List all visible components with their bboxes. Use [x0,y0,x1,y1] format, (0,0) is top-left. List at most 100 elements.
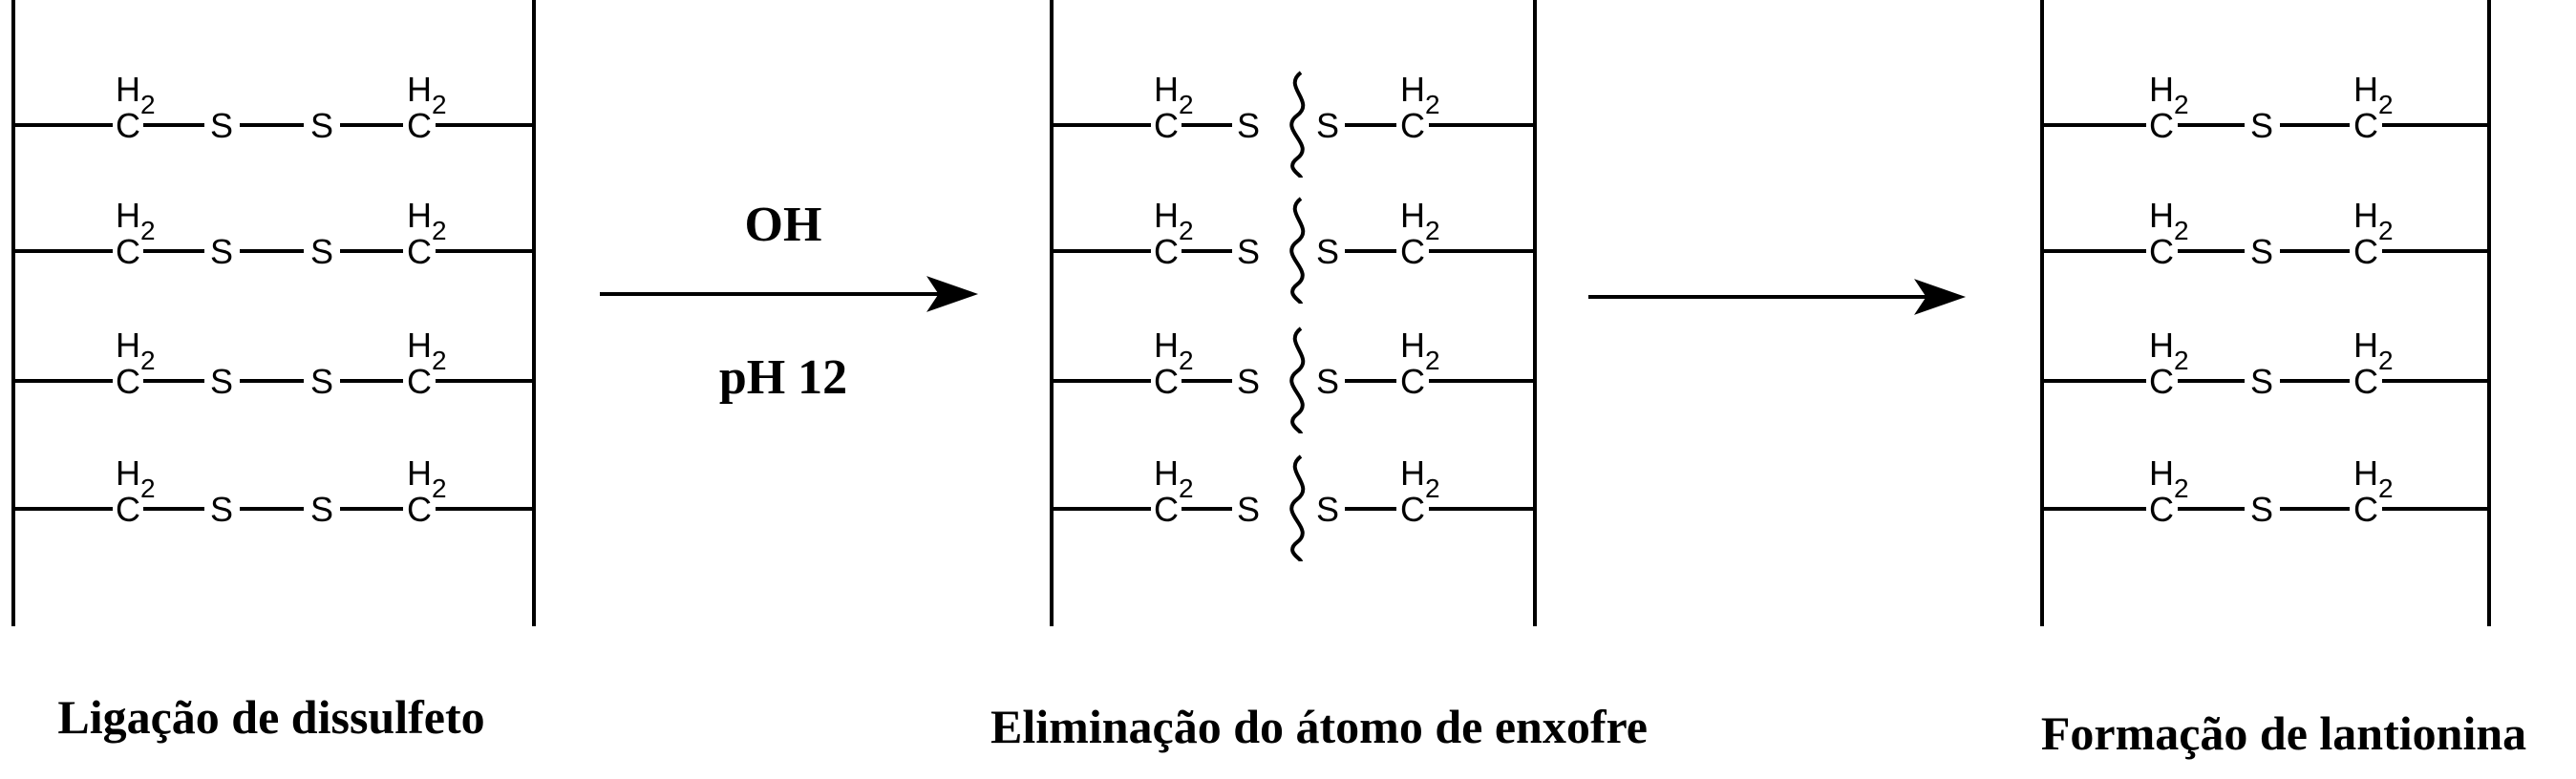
methylene-hydrogen: H [2149,70,2174,109]
subscript-2: 2 [2378,474,2394,503]
sulfur-atom: S [1237,362,1260,401]
subscript-2: 2 [1179,346,1194,375]
carbon-atom: C [407,232,432,271]
carbon-atom: C [1154,106,1179,145]
methylene-hydrogen: H [2353,453,2378,493]
carbon-atom: C [1400,106,1425,145]
methylene-hydrogen: H [1154,453,1179,493]
methylene-hydrogen: H [2353,326,2378,365]
methylene-hydrogen: H [2353,196,2378,235]
subscript-2: 2 [140,216,156,245]
bond-cleavage-wavy-line [1289,71,1306,179]
methylene-hydrogen: H [116,70,140,109]
subscript-2: 2 [1425,216,1440,245]
methylene-hydrogen: H [1400,326,1425,365]
sulfur-atom: S [310,232,333,271]
carbon-atom: C [1400,490,1425,529]
sulfur-atom: S [1316,490,1339,529]
methylene-hydrogen: H [1400,453,1425,493]
bond-cleavage-wavy-line [1289,197,1306,305]
subscript-2: 2 [1425,346,1440,375]
carbon-atom: C [2149,362,2174,401]
subscript-2: 2 [2378,90,2394,119]
carbon-atom: C [116,490,140,529]
carbon-atom: C [1400,362,1425,401]
carbon-atom: C [2149,490,2174,529]
subscript-2: 2 [2174,216,2189,245]
subscript-2: 2 [432,474,447,503]
methylene-hydrogen: H [1154,326,1179,365]
methylene-hydrogen: H [407,326,432,365]
methylene-hydrogen: H [116,453,140,493]
carbon-atom: C [2353,362,2378,401]
carbon-atom: C [407,490,432,529]
reaction-arrow-1: OH pH 12 [600,198,979,405]
carbon-atom: C [116,362,140,401]
methylene-hydrogen: H [407,196,432,235]
carbon-atom: C [2149,106,2174,145]
carbon-atom: C [116,232,140,271]
sulfur-atom: S [1237,490,1260,529]
sulfur-atom: S [2250,106,2273,145]
methylene-hydrogen: H [2149,196,2174,235]
carbon-atom: C [407,362,432,401]
methylene-hydrogen: H [1154,196,1179,235]
caption-disulfide: Ligação de dissulfeto [57,690,484,744]
subscript-2: 2 [2378,346,2394,375]
carbon-atom: C [116,106,140,145]
sulfur-atom: S [2250,362,2273,401]
methylene-hydrogen: H [1400,70,1425,109]
subscript-2: 2 [2174,346,2189,375]
sulfur-atom: S [1316,232,1339,271]
carbon-atom: C [2353,232,2378,271]
methylene-hydrogen: H [407,70,432,109]
carbon-atom: C [2149,232,2174,271]
carbon-atom: C [2353,490,2378,529]
methylene-hydrogen: H [407,453,432,493]
methylene-hydrogen: H [2353,70,2378,109]
carbon-atom: C [1154,490,1179,529]
subscript-2: 2 [140,474,156,503]
carbon-atom: C [407,106,432,145]
carbon-atom: C [1154,232,1179,271]
sulfur-atom: S [1316,106,1339,145]
sulfur-atom: S [210,232,233,271]
subscript-2: 2 [2174,90,2189,119]
subscript-2: 2 [2378,216,2394,245]
subscript-2: 2 [432,90,447,119]
subscript-2: 2 [1179,90,1194,119]
subscript-2: 2 [2174,474,2189,503]
sulfur-atom: S [310,490,333,529]
subscript-2: 2 [1179,474,1194,503]
bond-cleavage-wavy-line [1289,326,1306,434]
sulfur-atom: S [2250,490,2273,529]
subscript-2: 2 [140,346,156,375]
methylene-hydrogen: H [1154,70,1179,109]
subscript-2: 2 [1425,90,1440,119]
subscript-2: 2 [432,216,447,245]
sulfur-atom: S [310,362,333,401]
sulfur-atom: S [1237,106,1260,145]
bond-cleavage-wavy-line [1289,454,1306,562]
caption-elimination: Eliminação do átomo de enxofre [990,700,1648,753]
methylene-hydrogen: H [2149,453,2174,493]
sulfur-atom: S [2250,232,2273,271]
reaction-arrow-2 [1588,279,1967,315]
subscript-2: 2 [1179,216,1194,245]
methylene-hydrogen: H [116,196,140,235]
sulfur-atom: S [210,490,233,529]
